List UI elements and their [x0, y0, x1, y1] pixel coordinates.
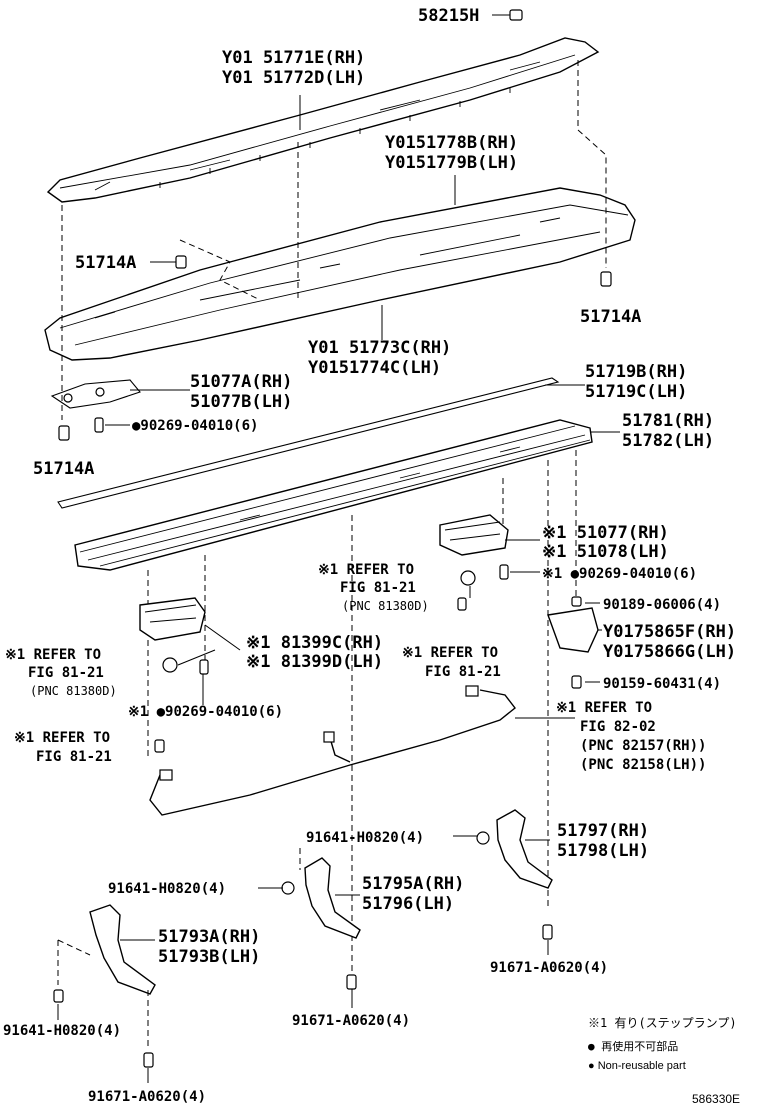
refer-mid-line1: ※1 REFER TO: [318, 562, 414, 578]
step-cover-top: [46, 37, 600, 203]
refer-low-line1: ※1 REFER TO: [14, 730, 110, 746]
label-51714a-left: 51714A: [75, 253, 136, 273]
refer-mid-line3: (PNC 81380D): [342, 599, 429, 613]
label-51771e: Y01 51771E(RH): [222, 48, 365, 68]
legend: ※1 有り(ステップランプ) ● 再使用不可部品 ● Non-reusable …: [588, 1016, 737, 1072]
label-90269-bottom: ※1 ●90269-04010(6): [128, 704, 283, 720]
label-51772d: Y01 51772D(LH): [222, 68, 365, 88]
label-51796: 51796(LH): [362, 894, 454, 914]
label-75866g: Y0175866G(LH): [603, 642, 736, 662]
refer-wire-line2: FIG 82-02: [580, 719, 656, 735]
refer-left-line1: ※1 REFER TO: [5, 647, 101, 663]
refer-center-line2: FIG 81-21: [425, 664, 501, 680]
refer-left-line3: (PNC 81380D): [30, 684, 117, 698]
label-51779b: Y0151779B(LH): [385, 153, 518, 173]
label-51774c: Y0151774C(LH): [308, 358, 441, 378]
label-58215h: 58215H: [418, 6, 479, 26]
label-81399c: ※1 81399C(RH): [246, 633, 383, 653]
bracket-51793a: [89, 904, 156, 995]
refer-wire-line3: (PNC 82157(RH)): [580, 738, 706, 754]
label-51077a: 51077A(RH): [190, 372, 292, 392]
bracket-51797: [476, 809, 553, 889]
label-51798: 51798(LH): [557, 841, 649, 861]
refer-mid-line2: FIG 81-21: [340, 580, 416, 596]
lamp-lens-75865: [547, 596, 599, 689]
label-51719b: 51719B(RH): [585, 362, 687, 382]
bracket-51795a: [281, 857, 361, 939]
label-51782: 51782(LH): [622, 431, 714, 451]
refer-left-line2: FIG 81-21: [28, 665, 104, 681]
moulding-strip-51719: [57, 377, 560, 509]
running-board: [44, 187, 636, 361]
label-90159: 90159-60431(4): [603, 676, 721, 692]
refer-center-line1: ※1 REFER TO: [402, 645, 498, 661]
refer-wire-line1: ※1 REFER TO: [556, 700, 652, 716]
refer-low-line2: FIG 81-21: [36, 749, 112, 765]
label-51793b: 51793B(LH): [158, 947, 260, 967]
label-81399d: ※1 81399D(LH): [246, 652, 383, 672]
legend-nonreusable-en: ● Non-reusable part: [588, 1060, 686, 1072]
label-91641-mid: 91641-H0820(4): [108, 881, 226, 897]
label-51778b: Y0151778B(RH): [385, 133, 518, 153]
label-51797: 51797(RH): [557, 821, 649, 841]
label-90269-top: ●90269-04010(6): [132, 418, 258, 434]
label-51793a: 51793A(RH): [158, 927, 260, 947]
clip-58215h: [492, 9, 523, 21]
label-51714a-bottom: 51714A: [33, 459, 94, 479]
label-91671-left: 91671-A0620(4): [88, 1089, 206, 1105]
label-51795a: 51795A(RH): [362, 874, 464, 894]
bolt-51714a-right: [600, 271, 612, 287]
label-51773c: Y01 51773C(RH): [308, 338, 451, 358]
bolt-51714a-left: [150, 255, 187, 269]
wire-harness: [149, 685, 516, 816]
legend-note1: ※1 有り(ステップランプ): [588, 1016, 737, 1030]
label-51078: ※1 51078(LH): [542, 542, 669, 562]
legend-nonreusable-jp: ● 再使用不可部品: [588, 1039, 678, 1053]
label-51781: 51781(RH): [622, 411, 714, 431]
label-91641-right: 91641-H0820(4): [306, 830, 424, 846]
bolts-lower: [53, 924, 553, 1068]
label-75865f: Y0175865F(RH): [603, 622, 736, 642]
label-51714a-right: 51714A: [580, 307, 641, 327]
label-91671-mid: 91671-A0620(4): [292, 1013, 410, 1029]
step-rail-51781: [74, 419, 593, 571]
bracket-51077a: [50, 379, 141, 433]
bolt-51714a-bottom: [58, 425, 70, 441]
label-51077: ※1 51077(RH): [542, 523, 669, 543]
label-91641-left: 91641-H0820(4): [3, 1023, 121, 1039]
label-91671-right: 91671-A0620(4): [490, 960, 608, 976]
label-90189: 90189-06006(4): [603, 597, 721, 613]
label-90269-mid: ※1 ●90269-04010(6): [542, 566, 697, 582]
label-51719c: 51719C(LH): [585, 382, 687, 402]
figure-id: 586330E: [692, 1092, 740, 1106]
refer-wire-line4: (PNC 82158(LH)): [580, 757, 706, 773]
lamp-housing-81399: [139, 597, 241, 753]
lamp-housing-51077: [439, 514, 509, 611]
label-51077b: 51077B(LH): [190, 392, 292, 412]
